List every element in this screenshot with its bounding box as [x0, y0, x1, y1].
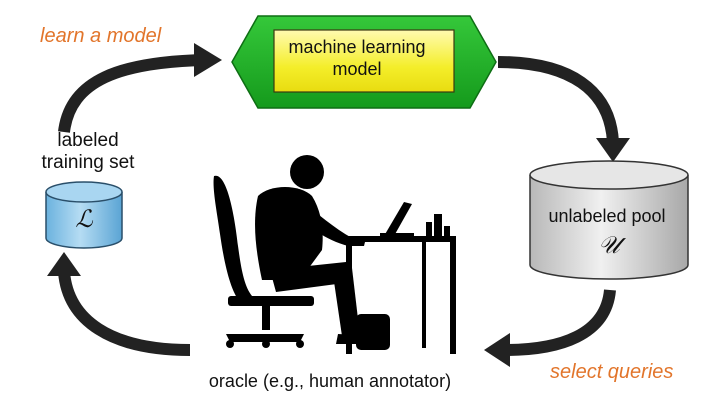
labeled-set-symbol: ℒ	[75, 205, 93, 233]
arrowhead-learn-model	[194, 43, 222, 77]
model-label: machine learning model	[272, 36, 442, 80]
model-box	[273, 29, 455, 93]
pool-cylinder	[529, 160, 689, 280]
pool-symbol: 𝒰	[598, 231, 620, 259]
arrow-select-queries	[504, 289, 616, 356]
learn-model-label: learn a model	[40, 25, 162, 47]
arrowhead-oracle-to-labeled	[47, 252, 81, 276]
select-queries-label: select queries	[550, 361, 674, 383]
arrow-model-to-pool	[497, 56, 619, 143]
model-label-line2: model	[332, 59, 382, 79]
oracle-silhouette	[213, 155, 456, 354]
model-label-line1: machine learning	[288, 37, 426, 57]
pool-label: unlabeled pool	[548, 206, 666, 226]
labeled-label-line1: labeled	[57, 130, 119, 151]
oracle-label: oracle (e.g., human annotator)	[208, 371, 452, 391]
arrow-oracle-to-labeled	[58, 271, 191, 356]
labeled-set-label: labeled training set	[28, 130, 148, 174]
labeled-cylinder	[45, 181, 123, 249]
arrow-learn-model	[58, 54, 206, 133]
arrowhead-select-queries	[484, 333, 510, 367]
labeled-label-line2: training set	[41, 152, 135, 173]
arrowhead-model-to-pool	[596, 138, 630, 162]
